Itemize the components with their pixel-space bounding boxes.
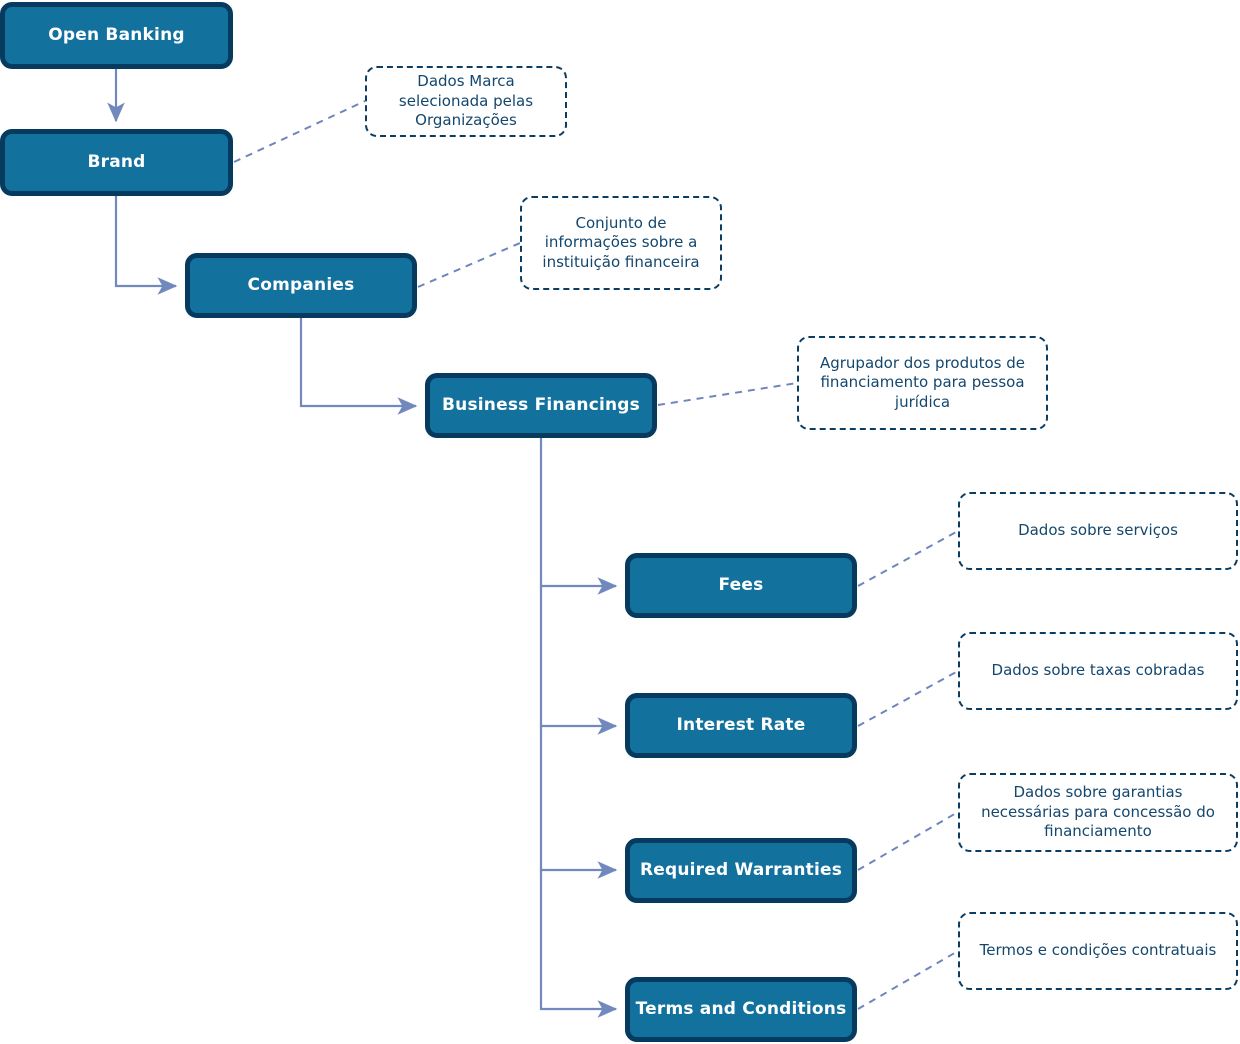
- note-brand: Dados Marca selecionada pelas Organizaçõ…: [365, 66, 567, 137]
- edge-brand-note: [233, 100, 366, 163]
- note-fees: Dados sobre serviços: [958, 492, 1238, 570]
- note-interest-rate: Dados sobre taxas cobradas: [958, 632, 1238, 710]
- node-companies[interactable]: Companies: [185, 253, 417, 318]
- edge-terms-and-conditions-note: [857, 950, 959, 1010]
- edge-fees-note: [857, 530, 959, 587]
- note-companies: Conjunto de informações sobre a institui…: [520, 196, 722, 290]
- note-text: Dados sobre serviços: [1018, 521, 1178, 540]
- note-text: Termos e condições contratuais: [979, 941, 1217, 960]
- edge-business-financings-required-warranties: [539, 726, 618, 879]
- edge-business-financings-note: [657, 382, 798, 406]
- edge-required-warranties-note: [857, 811, 959, 871]
- note-text: Dados Marca selecionada pelas Organizaçõ…: [398, 72, 534, 130]
- note-business-financings: Agrupador dos produtos de financiamento …: [797, 336, 1048, 430]
- note-terms-and-conditions: Termos e condições contratuais: [958, 912, 1238, 990]
- node-label: Interest Rate: [676, 714, 806, 735]
- node-interest-rate[interactable]: Interest Rate: [625, 693, 857, 758]
- note-text: Conjunto de informações sobre a institui…: [542, 213, 700, 271]
- note-text: Dados sobre garantias necessárias para c…: [981, 783, 1215, 841]
- note-required-warranties: Dados sobre garantias necessárias para c…: [958, 773, 1238, 852]
- edge-business-financings-interest-rate: [539, 586, 618, 735]
- node-label: Fees: [718, 574, 764, 595]
- edge-brand-companies: [114, 196, 178, 295]
- node-label: Required Warranties: [639, 859, 843, 880]
- edge-interest-rate-note: [857, 670, 959, 727]
- node-terms-and-conditions[interactable]: Terms and Conditions: [625, 977, 857, 1042]
- node-label: Companies: [247, 274, 355, 295]
- node-label: Brand: [87, 151, 146, 172]
- node-required-warranties[interactable]: Required Warranties: [625, 838, 857, 903]
- node-fees[interactable]: Fees: [625, 553, 857, 618]
- note-text: Agrupador dos produtos de financiamento …: [819, 353, 1026, 411]
- node-business-financings[interactable]: Business Financings: [425, 373, 657, 438]
- node-open-banking[interactable]: Open Banking: [0, 2, 233, 69]
- node-label: Business Financings: [441, 394, 640, 415]
- node-brand[interactable]: Brand: [0, 129, 233, 196]
- edge-companies-note: [417, 242, 521, 288]
- edge-business-financings-fees: [539, 438, 618, 595]
- edge-companies-business-financings: [299, 318, 418, 415]
- note-text: Dados sobre taxas cobradas: [991, 661, 1205, 680]
- node-label: Open Banking: [48, 24, 185, 45]
- node-label: Terms and Conditions: [635, 998, 847, 1019]
- edge-business-financings-terms-and-conditions: [539, 870, 618, 1018]
